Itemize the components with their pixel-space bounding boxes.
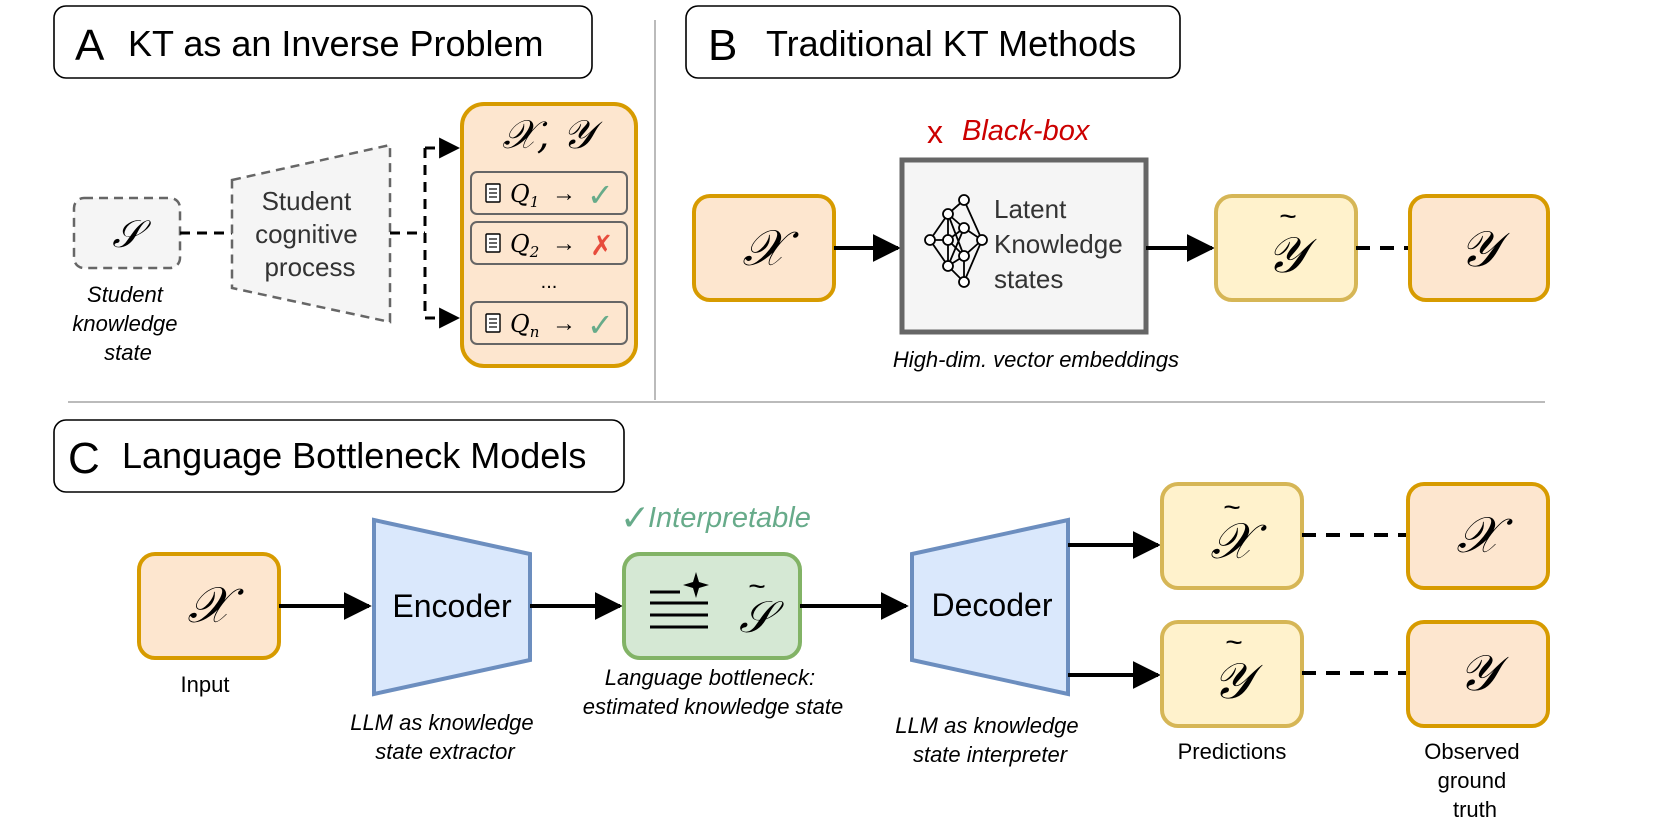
question-row-box bbox=[470, 301, 628, 345]
caption-line: knowledge bbox=[72, 311, 177, 336]
decoder-shape bbox=[910, 517, 1070, 697]
question-subscript: 2 bbox=[529, 243, 540, 261]
question-row: Q2 → ✗ bbox=[470, 221, 628, 265]
pred-y-tilde: ~ bbox=[1225, 626, 1243, 659]
bottleneck-caption-line: Language bottleneck: bbox=[605, 665, 815, 690]
latent-caption: High-dim. vector embeddings bbox=[893, 347, 1179, 372]
observations-header: 𝒳, 𝒴 bbox=[502, 112, 603, 158]
student-cognitive-process-shape bbox=[230, 143, 392, 324]
process-line: cognitive bbox=[255, 219, 358, 249]
panel-a-title-box bbox=[53, 5, 593, 79]
bottleneck-tilde: ~ bbox=[748, 570, 766, 603]
encoder-caption-line: LLM as knowledge bbox=[350, 710, 533, 735]
panel-c-title-box bbox=[53, 419, 625, 493]
document-icon bbox=[485, 183, 501, 203]
pred-x-tilde: ~ bbox=[1223, 491, 1241, 524]
question-row: Qn → ✓ bbox=[470, 301, 628, 345]
panel-b-title-box bbox=[685, 5, 1181, 79]
process-line: Student bbox=[262, 186, 352, 216]
panel-b: B Traditional KT Methods 𝒳 x Black-box L… bbox=[685, 5, 1550, 372]
question-row-box bbox=[470, 221, 628, 265]
panel-c: C Language Bottleneck Models 𝒳 Input Enc… bbox=[53, 419, 1550, 822]
panel-a: A KT as an Inverse Problem 𝒮 Student kno… bbox=[53, 5, 638, 368]
question-letter: Q bbox=[510, 230, 530, 258]
ground-truth-line: truth bbox=[1453, 797, 1497, 822]
question-label: Q2 bbox=[510, 230, 539, 261]
question-row-box bbox=[470, 171, 628, 215]
incorrect-cross-icon: ✗ bbox=[590, 230, 613, 261]
neural-network-icon bbox=[924, 194, 988, 288]
connector-process-branch bbox=[390, 148, 427, 318]
caption-line: state bbox=[104, 340, 152, 365]
decoder-label: Decoder bbox=[932, 587, 1053, 623]
blackbox-label: Black-box bbox=[962, 115, 1091, 147]
c-input-caption: Input bbox=[181, 672, 230, 697]
encoder-shape bbox=[372, 517, 532, 697]
panel-c-title: Language Bottleneck Models bbox=[122, 435, 586, 476]
caption-line: Student bbox=[87, 282, 164, 307]
interpretable-check-icon: ✓ bbox=[620, 497, 650, 538]
encoder-caption: LLM as knowledge state extractor bbox=[350, 710, 540, 764]
ground-truth-line: ground bbox=[1438, 768, 1507, 793]
bottleneck-caption-line: estimated knowledge state bbox=[583, 694, 844, 719]
ground-truth-line: Observed bbox=[1424, 739, 1519, 764]
student-knowledge-state-caption: Student knowledge state bbox=[72, 282, 183, 365]
decoder-caption: LLM as knowledge state interpreter bbox=[895, 713, 1085, 767]
latent-knowledge-box bbox=[899, 157, 1149, 335]
predictions-caption: Predictions bbox=[1178, 739, 1287, 764]
question-letter: Q bbox=[510, 180, 530, 208]
panel-a-title: KT as an Inverse Problem bbox=[128, 23, 544, 64]
correct-check-icon: ✓ bbox=[587, 177, 614, 213]
decoder-caption-line: state interpreter bbox=[913, 742, 1069, 767]
question-label: Qn bbox=[510, 310, 539, 341]
generated-text-icon bbox=[650, 572, 709, 629]
latent-line: Latent bbox=[994, 194, 1067, 224]
bottleneck-caption: Language bottleneck: estimated knowledge… bbox=[583, 665, 844, 719]
gt-x-box bbox=[1406, 482, 1550, 590]
decoder-caption-line: LLM as knowledge bbox=[895, 713, 1078, 738]
question-row: Q1 → ✓ bbox=[470, 171, 628, 215]
panel-c-letter: C bbox=[68, 434, 100, 483]
panel-b-title: Traditional KT Methods bbox=[766, 23, 1136, 64]
latent-knowledge-label: Latent Knowledge states bbox=[994, 194, 1130, 294]
b-prediction-tilde: ~ bbox=[1279, 200, 1297, 233]
question-subscript: 1 bbox=[530, 193, 540, 211]
student-cognitive-process-label: Student cognitive process bbox=[255, 186, 365, 282]
questions-ellipsis: ... bbox=[541, 271, 558, 293]
question-label: Q1 bbox=[510, 180, 539, 211]
question-arrow: → bbox=[552, 230, 576, 257]
question-letter: Q bbox=[510, 310, 530, 338]
encoder-label: Encoder bbox=[392, 588, 512, 624]
correct-check-icon: ✓ bbox=[587, 307, 614, 343]
interpretable-label: Interpretable bbox=[648, 502, 811, 534]
ground-truth-caption: Observed ground truth bbox=[1424, 739, 1526, 822]
language-bottleneck-box bbox=[622, 552, 802, 660]
panel-b-letter: B bbox=[708, 21, 737, 70]
latent-line: states bbox=[994, 264, 1063, 294]
b-target-box bbox=[1408, 194, 1550, 302]
question-arrow: → bbox=[552, 310, 576, 337]
blackbox-cross-icon: x bbox=[927, 114, 943, 150]
panel-a-letter: A bbox=[75, 21, 105, 70]
question-subscript: n bbox=[530, 323, 540, 341]
document-icon bbox=[485, 313, 501, 333]
latent-line: Knowledge bbox=[994, 229, 1123, 259]
document-icon bbox=[485, 233, 501, 253]
encoder-caption-line: state extractor bbox=[375, 739, 516, 764]
question-arrow: → bbox=[552, 180, 576, 207]
gt-y-box bbox=[1406, 620, 1550, 728]
process-line: process bbox=[264, 252, 355, 282]
